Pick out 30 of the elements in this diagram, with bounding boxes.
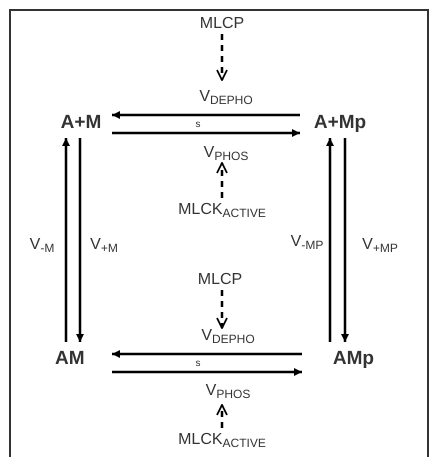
arrow xyxy=(341,138,349,342)
enzyme-label: MLCK$_{ACTIVE}$ xyxy=(178,202,266,218)
rate-label: V$_{PHOS}$ xyxy=(206,383,250,399)
step-label: s xyxy=(196,120,200,130)
rate-label: V$_{-MP}$ xyxy=(290,234,324,250)
arrow xyxy=(112,111,300,119)
rate-label: V$_{+M}$ xyxy=(90,237,118,253)
dashed-arrow xyxy=(216,404,228,428)
arrow xyxy=(76,138,84,342)
rate-label: V$_{PHOS}$ xyxy=(204,145,248,161)
enzyme-label: MLCP xyxy=(200,16,244,32)
rate-label: V$_{DEPHO}$ xyxy=(201,328,255,344)
dashed-arrow xyxy=(216,162,228,198)
state-label: AMp xyxy=(332,348,374,368)
rate-label: V$_{DEPHO}$ xyxy=(199,89,253,105)
dashed-arrow xyxy=(216,34,228,81)
state-label: A+Mp xyxy=(314,112,366,132)
state-label: AM xyxy=(55,348,85,368)
arrow xyxy=(112,368,302,376)
arrow xyxy=(112,350,302,358)
arrow xyxy=(62,138,70,342)
rate-label: V$_{+MP}$ xyxy=(362,237,398,253)
arrow xyxy=(326,138,334,342)
enzyme-label: MLCK$_{ACTIVE}$ xyxy=(178,432,266,448)
state-label: A+M xyxy=(60,112,102,132)
arrow xyxy=(112,129,300,137)
rate-label: V$_{-M}$ xyxy=(30,237,54,253)
enzyme-label: MLCP xyxy=(198,272,242,288)
step-label: s xyxy=(196,359,200,369)
dashed-arrow xyxy=(216,290,228,329)
